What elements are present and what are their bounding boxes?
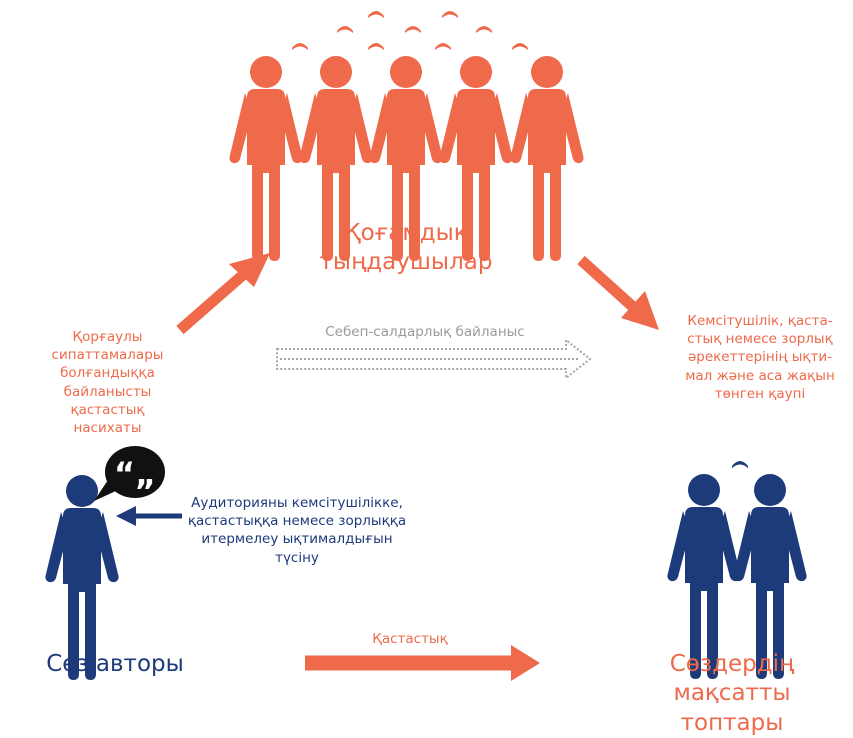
- targets-label: Сөздердің мақсатты топтары: [612, 650, 852, 738]
- audience-title-line2: тыңдаушылар: [319, 249, 493, 276]
- understanding-label-line: итермелеу ықтималдығын: [201, 531, 393, 548]
- arrow-right-icon: [305, 645, 540, 681]
- target-person-icon: [667, 474, 741, 679]
- propaganda-label-line: сипаттамалары: [51, 347, 164, 364]
- arc-icon: [368, 43, 384, 50]
- arrow-up-right-icon: [176, 253, 270, 335]
- target-group: [667, 461, 807, 679]
- arc-icon: [476, 26, 492, 33]
- arc-icon: [337, 26, 353, 33]
- threat-label-line: әрекеттерінің ықти-: [687, 349, 833, 366]
- diagram-graphics: “„: [45, 11, 807, 681]
- arc-icon: [405, 26, 421, 33]
- arc-icon: [442, 11, 458, 18]
- svg-text:“„: “„: [114, 455, 156, 493]
- speaker-label: Сөз авторы: [46, 651, 184, 677]
- arc-icon: [292, 43, 308, 50]
- targets-label-line1: Сөздердің мақсатты: [669, 651, 795, 707]
- causal-link-label: Себеп-салдарлық байланыс: [325, 324, 525, 340]
- threat-label-line: Кемсітушілік, қаста-: [687, 313, 833, 329]
- arrow-down-right-icon: [577, 255, 659, 330]
- hostility-label: Қастастық: [372, 631, 448, 647]
- propaganda-label-line: насихаты: [73, 420, 142, 437]
- audience-title-line1: Қоғамдық: [344, 220, 468, 246]
- arc-icon: [732, 461, 748, 468]
- arrow-left-icon: [116, 506, 182, 526]
- arc-icon: [368, 11, 384, 18]
- audience-arcs: [292, 11, 528, 50]
- threat-label-line: мал және аса жақын: [685, 367, 835, 384]
- propaganda-label-line: Қорғаулы: [72, 329, 143, 345]
- propaganda-label-line: байланысты қастастық: [63, 383, 152, 418]
- threat-label-line: төнген қаупі: [714, 385, 806, 402]
- targets-label-line2: топтары: [680, 709, 784, 736]
- threat-label: Кемсітушілік, қаста- стық немесе зорлық …: [672, 312, 848, 403]
- causal-link-arrow: [276, 337, 592, 381]
- understanding-label-line: қастастыққа немесе зорлыққа: [187, 513, 407, 530]
- arc-icon: [512, 43, 528, 50]
- target-person-icon: [733, 474, 807, 679]
- propaganda-label-line: болғандыққа: [60, 365, 155, 382]
- audience-person-icon: [510, 56, 584, 261]
- threat-label-line: стық немесе зорлық: [687, 331, 833, 348]
- audience-title: Қоғамдық тыңдаушылар: [306, 219, 506, 278]
- audience-person-icon: [229, 56, 303, 261]
- speech-bubble-quote-icon: “„: [94, 446, 165, 501]
- understanding-label-line: түсіну: [275, 549, 319, 566]
- propaganda-label: Қорғаулы сипаттамалары болғандыққа байла…: [25, 328, 190, 437]
- arc-icon: [435, 43, 451, 50]
- understanding-label-line: Аудиторияны кемсітушілікке,: [191, 495, 403, 511]
- understanding-label: Аудиторияны кемсітушілікке, қастастыққа …: [186, 494, 408, 567]
